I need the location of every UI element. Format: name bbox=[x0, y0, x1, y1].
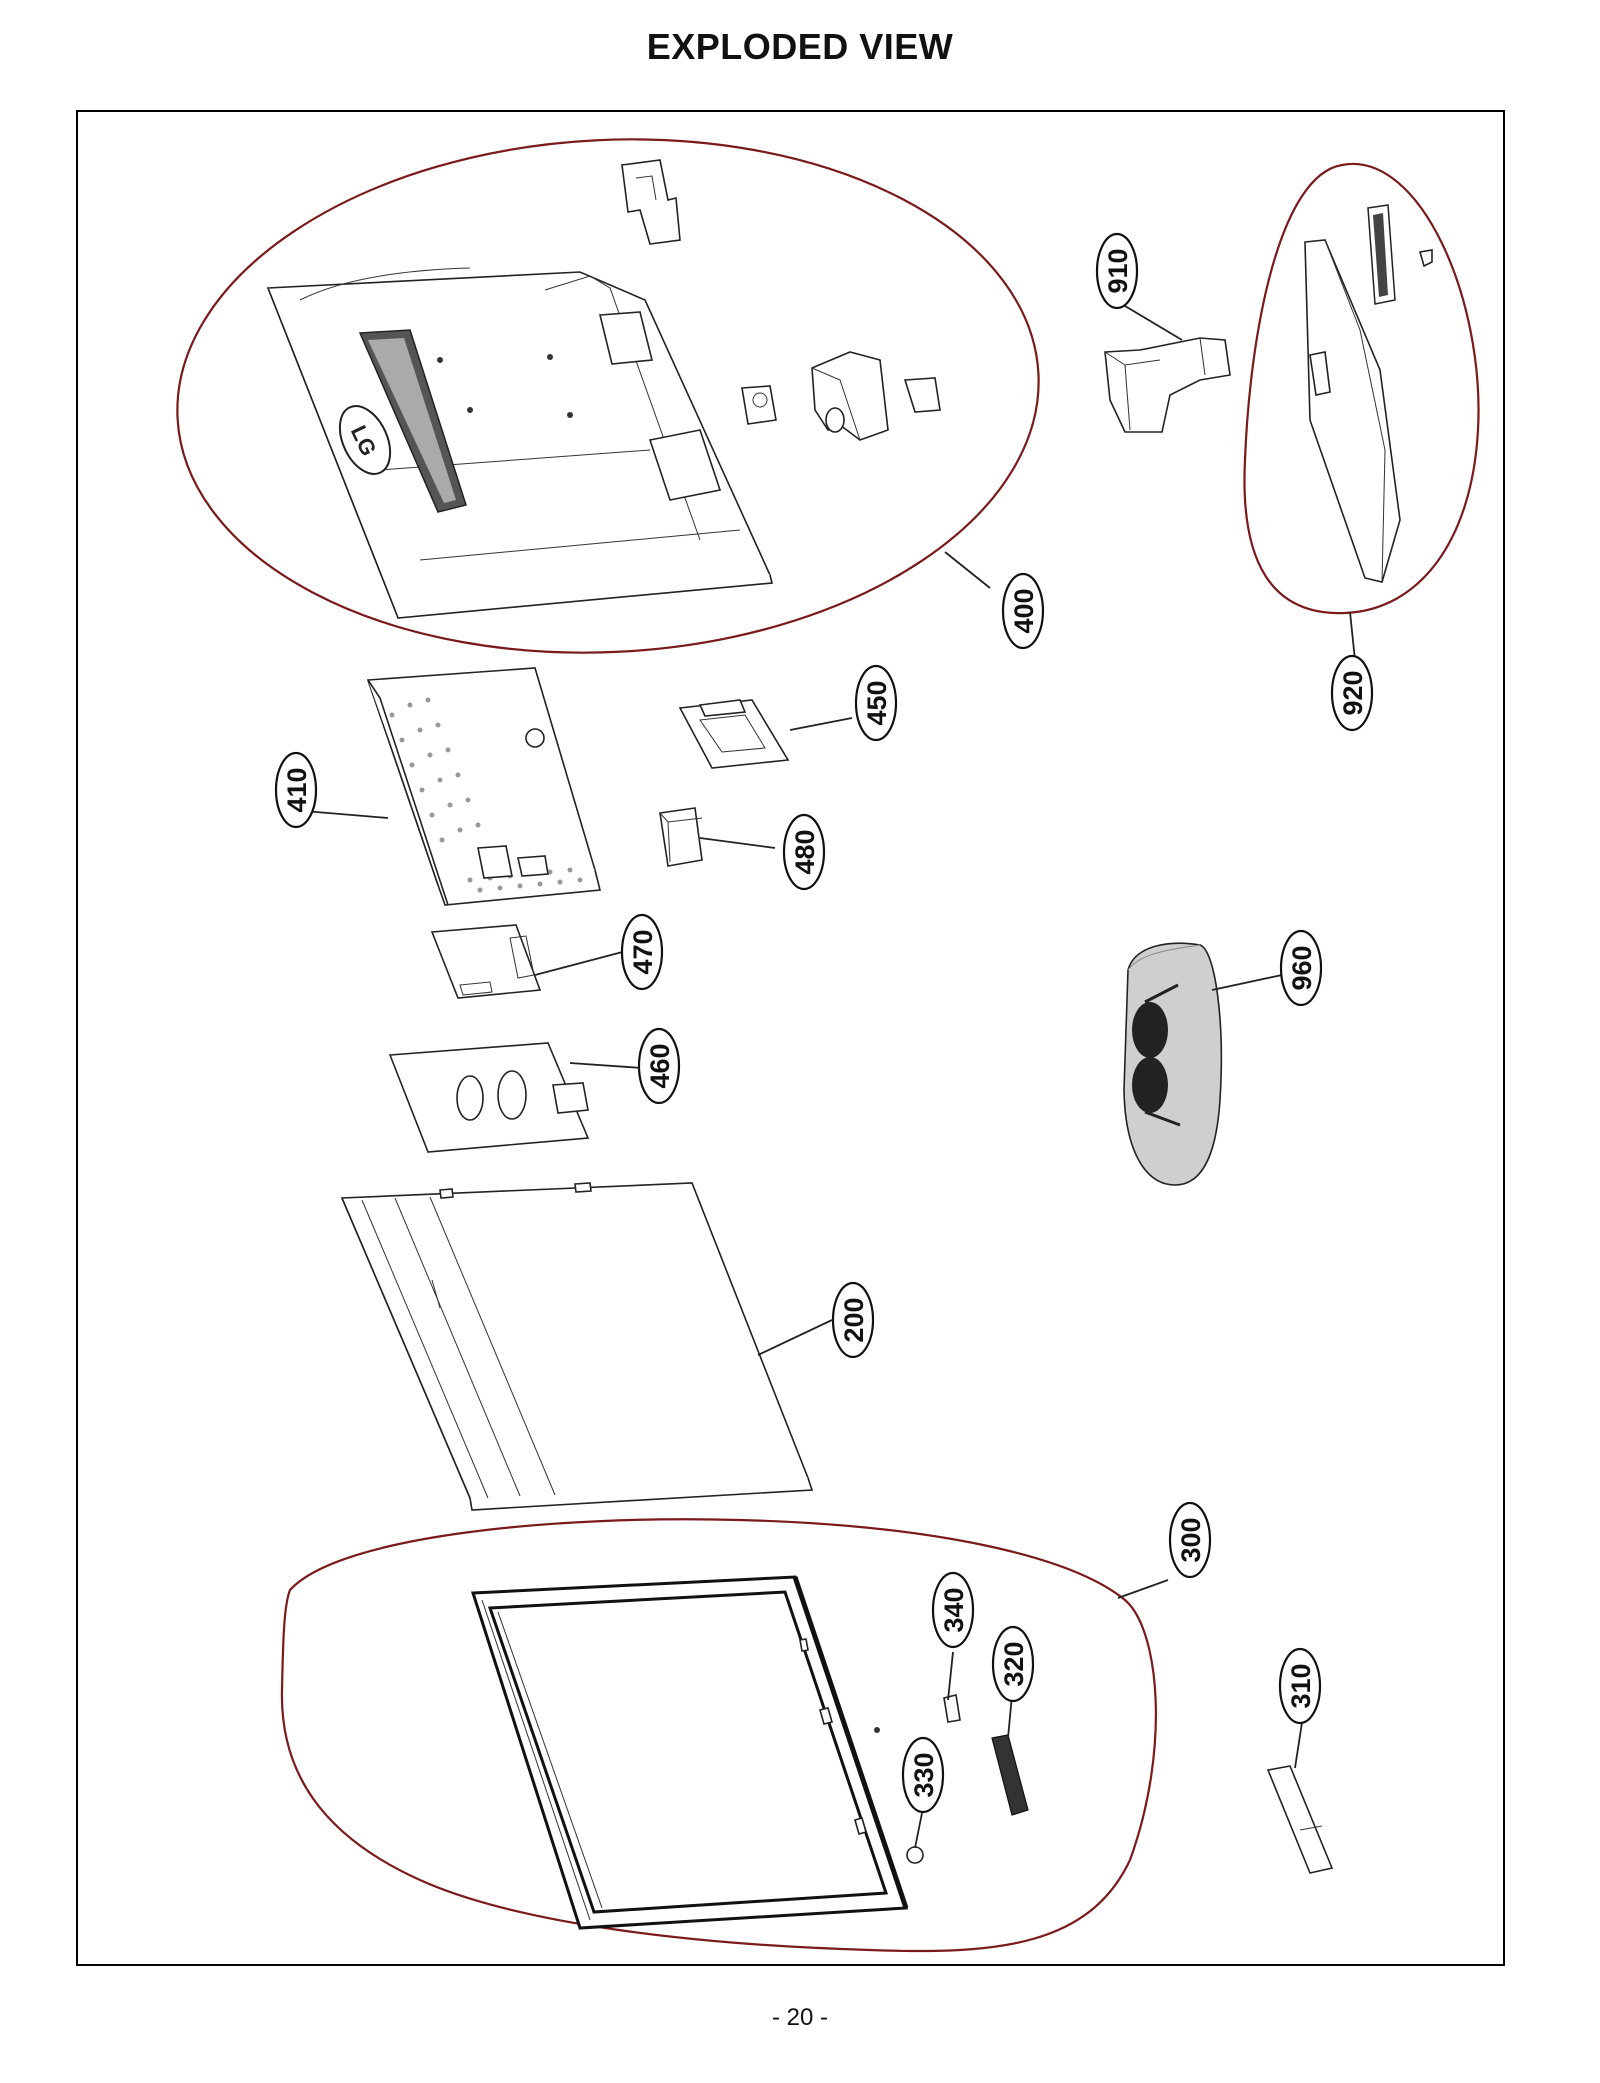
page-title: EXPLODED VIEW bbox=[646, 26, 954, 67]
leader-lines bbox=[291, 299, 1356, 1849]
callout-300: 300 bbox=[1168, 1501, 1212, 1579]
callout-400: 400 bbox=[1001, 572, 1045, 650]
callout-910: 910 bbox=[1095, 232, 1139, 310]
callout-label-310: 310 bbox=[1286, 1663, 1316, 1708]
callout-label-300: 300 bbox=[1176, 1517, 1206, 1562]
callout-label-330: 330 bbox=[909, 1752, 939, 1797]
callout-480: 480 bbox=[782, 813, 826, 891]
callout-label-960: 960 bbox=[1287, 945, 1317, 990]
diagram-frame bbox=[76, 110, 1505, 1966]
callout-410: 410 bbox=[274, 751, 318, 829]
callout-320: 320 bbox=[991, 1625, 1035, 1703]
callout-450: 450 bbox=[854, 664, 898, 742]
sub-board-part bbox=[430, 924, 542, 999]
callout-label-450: 450 bbox=[862, 680, 892, 725]
callout-340: 340 bbox=[931, 1571, 975, 1649]
front-bezel-part bbox=[470, 1575, 909, 1930]
group-outline-400 bbox=[176, 138, 1040, 654]
group-outline-300 bbox=[280, 1518, 1157, 1953]
callout-960: 960 bbox=[1279, 929, 1323, 1007]
hinge-assembly bbox=[741, 351, 941, 441]
callout-920: 920 bbox=[1330, 654, 1374, 732]
callout-label-340: 340 bbox=[939, 1587, 969, 1632]
callout-label-320: 320 bbox=[999, 1641, 1029, 1686]
group-outline-920 bbox=[1243, 162, 1480, 615]
stand-base-part bbox=[1304, 204, 1433, 583]
callout-label-400: 400 bbox=[1009, 588, 1039, 633]
callout-460: 460 bbox=[637, 1027, 681, 1105]
small-parts-300 bbox=[874, 1694, 1029, 1864]
strip-part bbox=[1266, 1765, 1334, 1874]
page-number: - 20 - bbox=[771, 2004, 828, 2031]
bracket-part bbox=[678, 699, 790, 769]
callout-330: 330 bbox=[901, 1736, 945, 1814]
power-board-part bbox=[388, 1042, 590, 1153]
callout-label-410: 410 bbox=[282, 767, 312, 812]
callout-200: 200 bbox=[831, 1281, 875, 1359]
main-chassis-part bbox=[366, 667, 602, 906]
callout-470: 470 bbox=[620, 913, 664, 991]
lcd-panel-part bbox=[340, 1182, 814, 1511]
glasses-case-part bbox=[1123, 942, 1223, 1186]
block-part bbox=[659, 807, 703, 867]
stand-neck-part bbox=[1104, 337, 1231, 433]
callout-label-920: 920 bbox=[1338, 670, 1368, 715]
callout-label-460: 460 bbox=[645, 1043, 675, 1088]
callout-label-480: 480 bbox=[790, 829, 820, 874]
back-cover-part: LG bbox=[266, 267, 774, 619]
callout-310: 310 bbox=[1278, 1647, 1322, 1725]
callout-label-200: 200 bbox=[839, 1297, 869, 1342]
callout-label-910: 910 bbox=[1103, 248, 1133, 293]
hinge-bracket-top bbox=[621, 159, 681, 245]
callout-label-470: 470 bbox=[628, 929, 658, 974]
